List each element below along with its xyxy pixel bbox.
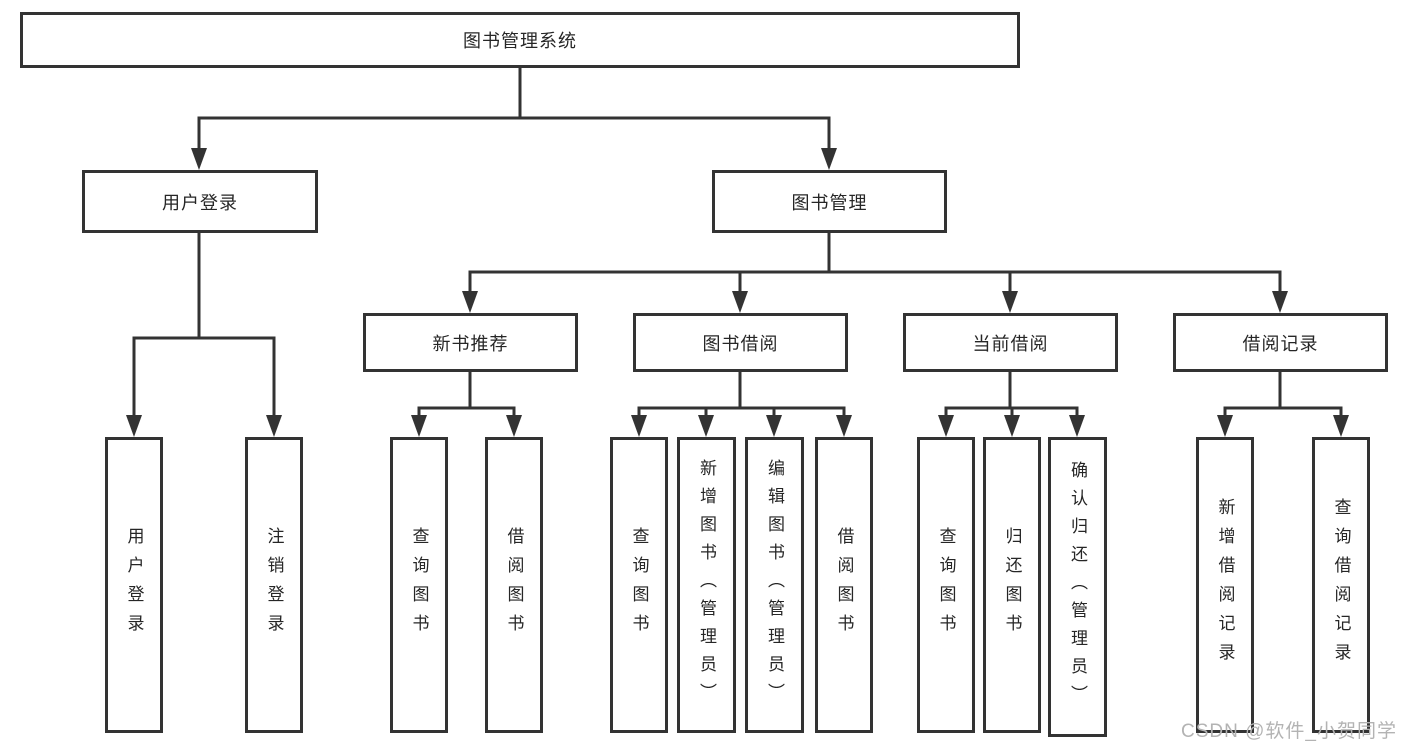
node-root-label: 图书管理系统: [463, 31, 577, 51]
node-book-mgmt: 图书管理: [712, 170, 947, 233]
arrowheads: [126, 148, 1349, 437]
node-leaf-user-login-label: 用户登录: [124, 527, 144, 643]
node-leaf-edit-books-admin-label: 编辑图书（管理员）: [765, 459, 784, 711]
node-leaf-current-query-books-label: 查询图书: [936, 527, 956, 643]
node-leaf-rec-query-books-label: 查询图书: [409, 527, 429, 643]
node-leaf-rec-borrow-books-label: 借阅图书: [504, 527, 524, 643]
node-leaf-user-login: 用户登录: [105, 437, 163, 733]
connector-book-borrow: [637, 372, 846, 417]
node-leaf-query-borrow-record: 查询借阅记录: [1312, 437, 1370, 733]
node-borrow-record: 借阅记录: [1173, 313, 1388, 372]
node-user-login: 用户登录: [82, 170, 318, 233]
node-current-borrow: 当前借阅: [903, 313, 1118, 372]
node-leaf-logout: 注销登录: [245, 437, 303, 733]
node-current-borrow-label: 当前借阅: [972, 333, 1049, 354]
node-leaf-add-borrow-record: 新增借阅记录: [1196, 437, 1254, 733]
node-leaf-borrow-books: 借阅图书: [815, 437, 873, 733]
connector-book-mgmt: [468, 233, 1282, 293]
node-leaf-borrow-books-label: 借阅图书: [834, 527, 854, 643]
node-new-book-rec-label: 新书推荐: [432, 333, 509, 354]
node-leaf-rec-borrow-books: 借阅图书: [485, 437, 543, 733]
node-leaf-borrow-query-books: 查询图书: [610, 437, 668, 733]
node-leaf-rec-query-books: 查询图书: [390, 437, 448, 733]
csdn-watermark: CSDN @软件_小贺同学: [1181, 721, 1397, 742]
node-borrow-record-label: 借阅记录: [1242, 333, 1319, 354]
node-leaf-current-query-books: 查询图书: [917, 437, 975, 733]
node-leaf-return-books: 归还图书: [983, 437, 1041, 733]
connector-borrow-record: [1223, 372, 1343, 417]
node-leaf-query-borrow-record-label: 查询借阅记录: [1331, 498, 1351, 672]
node-leaf-confirm-return-admin-label: 确认归还（管理员）: [1068, 461, 1087, 713]
node-new-book-rec: 新书推荐: [363, 313, 578, 372]
node-book-borrow-label: 图书借阅: [702, 333, 779, 354]
node-root: 图书管理系统: [20, 12, 1020, 68]
node-book-borrow: 图书借阅: [633, 313, 848, 372]
connector-user-login: [132, 233, 276, 417]
connector-current-borrow: [944, 372, 1079, 417]
node-leaf-return-books-label: 归还图书: [1002, 527, 1022, 643]
node-leaf-edit-books-admin: 编辑图书（管理员）: [745, 437, 804, 733]
node-user-login-label: 用户登录: [162, 192, 238, 213]
node-leaf-borrow-query-books-label: 查询图书: [629, 527, 649, 643]
node-leaf-add-borrow-record-label: 新增借阅记录: [1215, 498, 1235, 672]
node-leaf-confirm-return-admin: 确认归还（管理员）: [1048, 437, 1107, 737]
node-leaf-add-books-admin-label: 新增图书（管理员）: [697, 459, 716, 711]
node-book-mgmt-label: 图书管理: [791, 192, 868, 213]
node-leaf-logout-label: 注销登录: [264, 527, 284, 643]
connector-new-book-rec: [417, 372, 516, 417]
node-leaf-add-books-admin: 新增图书（管理员）: [677, 437, 736, 733]
connector-root: [197, 68, 831, 150]
